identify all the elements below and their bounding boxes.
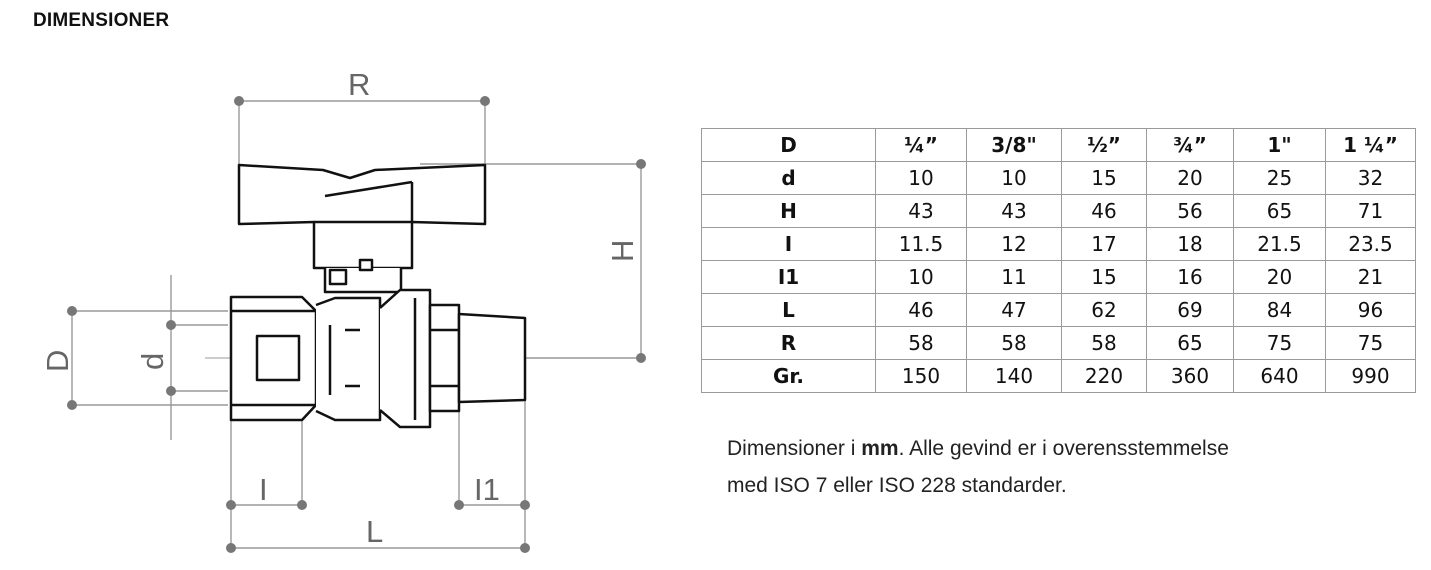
- dim-label-D: D: [40, 350, 75, 372]
- table-cell: 56: [1146, 194, 1234, 228]
- table-row: I 11.5 12 17 18 21.5 23.5: [701, 227, 1416, 261]
- table-cell: 18: [1146, 227, 1234, 261]
- table-row: H 43 43 46 56 65 71: [701, 194, 1416, 228]
- table-cell: 69: [1146, 293, 1234, 327]
- table-cell: 58: [966, 326, 1062, 360]
- dim-label-R: R: [348, 67, 370, 102]
- table-cell: 10: [875, 161, 967, 195]
- table-cell: 65: [1233, 194, 1326, 228]
- dim-label-I1: I1: [474, 472, 500, 507]
- size-header: ¾”: [1146, 128, 1234, 162]
- table-cell: 15: [1061, 161, 1147, 195]
- row-label: d: [701, 161, 876, 195]
- table-cell: 58: [1061, 326, 1147, 360]
- table-cell: 20: [1233, 260, 1326, 294]
- table-cell: 62: [1061, 293, 1147, 327]
- valve-dimension-drawing: R H D d I I1 L: [40, 67, 646, 553]
- table-row: Gr. 150 140 220 360 640 990: [701, 359, 1416, 393]
- table-cell: 58: [875, 326, 967, 360]
- dim-label-I: I: [259, 472, 268, 507]
- table-cell: 17: [1061, 227, 1147, 261]
- table-cell: 21.5: [1233, 227, 1326, 261]
- row-label: D: [701, 128, 876, 162]
- note-unit: mm: [861, 437, 899, 460]
- dim-label-L: L: [366, 514, 383, 549]
- row-label: L: [701, 293, 876, 327]
- size-header: ½”: [1061, 128, 1147, 162]
- table-cell: 32: [1325, 161, 1416, 195]
- table-row: I1 10 11 15 16 20 21: [701, 260, 1416, 294]
- table-row: R 58 58 58 65 75 75: [701, 326, 1416, 360]
- dimension-note: Dimensioner i mm. Alle gevind er i overe…: [727, 430, 1229, 504]
- table-cell: 140: [966, 359, 1062, 393]
- table-cell: 21: [1325, 260, 1416, 294]
- row-label: H: [701, 194, 876, 228]
- table-cell: 43: [966, 194, 1062, 228]
- table-cell: 71: [1325, 194, 1416, 228]
- table-cell: 75: [1233, 326, 1326, 360]
- table-cell: 10: [875, 260, 967, 294]
- table-cell: 150: [875, 359, 967, 393]
- note-text: Dimensioner i: [727, 437, 862, 460]
- table-cell: 990: [1325, 359, 1416, 393]
- table-cell: 360: [1146, 359, 1234, 393]
- table-cell: 20: [1146, 161, 1234, 195]
- table-row: d 10 10 15 20 25 32: [701, 161, 1416, 195]
- row-label: R: [701, 326, 876, 360]
- table-cell: 65: [1146, 326, 1234, 360]
- note-line-2: med ISO 7 eller ISO 228 standarder.: [727, 474, 1067, 497]
- note-text: . Alle gevind er i overensstemmelse: [898, 437, 1229, 460]
- table-cell: 15: [1061, 260, 1147, 294]
- dim-label-H: H: [605, 240, 640, 262]
- table-cell: 16: [1146, 260, 1234, 294]
- row-label: I: [701, 227, 876, 261]
- table-cell: 640: [1233, 359, 1326, 393]
- table-cell: 11.5: [875, 227, 967, 261]
- table-cell: 220: [1061, 359, 1147, 393]
- table-cell: 43: [875, 194, 967, 228]
- table-cell: 47: [966, 293, 1062, 327]
- table-cell: 84: [1233, 293, 1326, 327]
- table-cell: 10: [966, 161, 1062, 195]
- size-header: 3/8": [966, 128, 1062, 162]
- table-cell: 25: [1233, 161, 1326, 195]
- table-cell: 23.5: [1325, 227, 1416, 261]
- section-title: DIMENSIONER: [33, 10, 170, 31]
- table-cell: 11: [966, 260, 1062, 294]
- table-cell: 12: [966, 227, 1062, 261]
- table-cell: 46: [1061, 194, 1147, 228]
- table-cell: 96: [1325, 293, 1416, 327]
- table-header-row: D ¼” 3/8" ½” ¾” 1" 1 ¼”: [701, 128, 1416, 162]
- size-header: 1 ¼”: [1325, 128, 1416, 162]
- dim-label-d: d: [135, 353, 170, 370]
- note-line-1: Dimensioner i mm. Alle gevind er i overe…: [727, 430, 1229, 467]
- size-header: ¼”: [875, 128, 967, 162]
- table-cell: 46: [875, 293, 967, 327]
- size-header: 1": [1233, 128, 1326, 162]
- row-label: I1: [701, 260, 876, 294]
- row-label: Gr.: [701, 359, 876, 393]
- table-cell: 75: [1325, 326, 1416, 360]
- dimension-table: D ¼” 3/8" ½” ¾” 1" 1 ¼” d 10 10 15 20 25…: [701, 128, 1416, 393]
- table-row: L 46 47 62 69 84 96: [701, 293, 1416, 327]
